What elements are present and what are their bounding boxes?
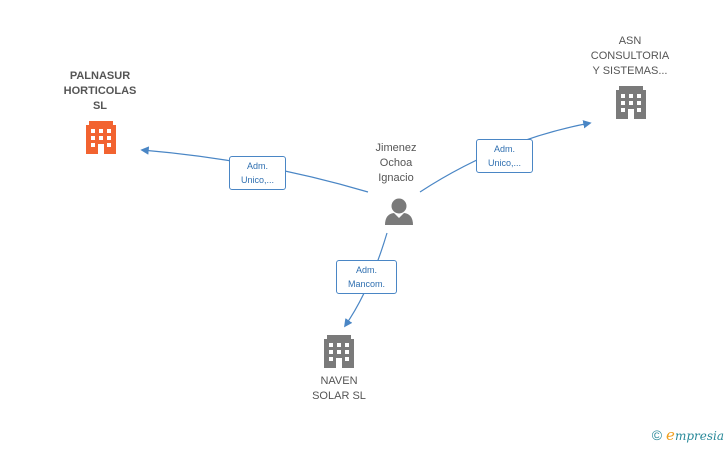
asn-label-line: ASN [618,35,642,47]
jimenez-label-line: Jimenez [375,142,417,154]
asn-label-line: CONSULTORIA [590,50,670,62]
naven-label-line: SOLAR SL [312,390,366,402]
jimenez-label-line: Ochoa [379,157,413,169]
jimenez-label[interactable]: Jimenez Ochoa Ignacio [356,141,436,186]
person-icon[interactable] [385,198,413,226]
edge-label-palnasur[interactable]: Adm. Unico,... [229,156,286,190]
edge-label-asn[interactable]: Adm. Unico,... [476,139,533,173]
asn-label-line: Y SISTEMAS... [592,65,668,77]
naven-label-line: NAVEN [320,375,358,387]
copyright-icon: © [651,427,663,443]
palnasur-label-line: HORTICOLAS [63,85,137,97]
naven-label[interactable]: NAVEN SOLAR SL [296,374,382,404]
edge-label-line: Mancom. [347,279,385,289]
asn-label[interactable]: ASN CONSULTORIA Y SISTEMAS... [580,34,680,79]
empresia-logo: empresia [666,426,724,444]
edge-label-line: Adm. [246,161,268,171]
edge-label-line: Unico,... [240,175,274,185]
palnasur-label-line: PALNASUR [69,70,131,82]
palnasur-label[interactable]: PALNASUR HORTICOLAS SL [52,69,148,114]
logo-text: mpresia [674,429,724,443]
palnasur-building-icon[interactable] [86,121,116,154]
empresia-credit[interactable]: © empresia [652,426,724,444]
edge-label-line: Adm. [355,265,377,275]
naven-building-icon[interactable] [324,335,354,368]
edge-label-line: Adm. [493,144,515,154]
logo-initial: e [666,426,675,444]
asn-building-icon[interactable] [616,86,646,119]
edge-label-naven[interactable]: Adm. Mancom. [336,260,397,294]
edge-label-line: Unico,... [487,158,521,168]
palnasur-label-line: SL [92,100,108,112]
jimenez-label-line: Ignacio [378,172,414,184]
